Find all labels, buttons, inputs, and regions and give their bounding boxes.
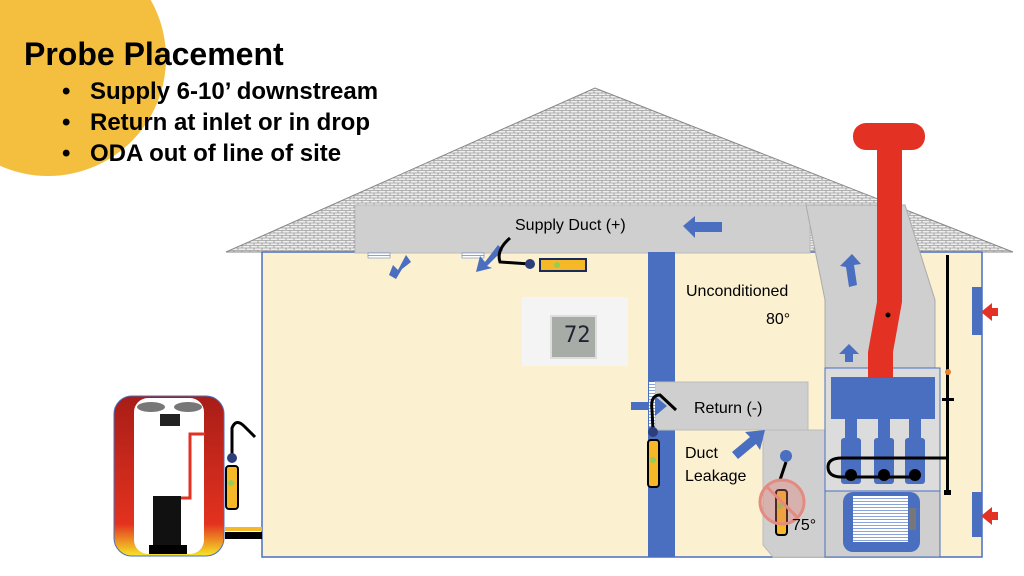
- supply-arrow: [683, 216, 722, 238]
- combustion-air-vent-lower: [972, 492, 982, 537]
- leakage-label-line2: Leakage: [685, 468, 747, 485]
- return-probe: [647, 393, 678, 488]
- unconditioned-label: Unconditioned: [686, 283, 789, 300]
- leakage-arrow: [732, 430, 765, 459]
- unconditioned-temp: 80°: [766, 311, 791, 328]
- bullet-item: •Supply 6-10’ downstream: [62, 78, 379, 105]
- outdoor-probe: [225, 421, 257, 510]
- thermostat-reading: 72: [564, 323, 591, 348]
- register-2: [461, 252, 485, 259]
- register-1: [367, 252, 391, 259]
- register-arrow-2: [476, 245, 503, 272]
- return-label: Return (-): [694, 400, 763, 417]
- register-arrow-1: [389, 255, 411, 279]
- outdoor-unit: [113, 395, 262, 557]
- red-arrow-upper: [981, 303, 998, 321]
- flue-pipe: [853, 123, 925, 378]
- furnace-up-arrow: [839, 344, 859, 362]
- gas-line: [942, 255, 954, 495]
- combustion-air-vent-upper: [972, 287, 982, 335]
- supply-duct: [354, 204, 811, 254]
- furnace: [824, 367, 947, 558]
- leakage-label-line1: Duct: [685, 445, 718, 462]
- red-arrow-lower: [981, 507, 998, 525]
- slide-title: Probe Placement: [24, 36, 284, 72]
- supply-duct-label: Supply Duct (+): [515, 217, 626, 234]
- no-drop-probe: [758, 450, 806, 536]
- bullet-list: •Supply 6-10’ downstream •Return at inle…: [62, 76, 378, 169]
- heat-exchanger-plenum: [831, 377, 935, 419]
- riser-arrow: [840, 254, 861, 287]
- accent-circle: [0, 0, 166, 176]
- bullet-item: •Return at inlet or in drop: [62, 109, 370, 136]
- thermostat-screen: 72: [550, 315, 597, 359]
- supply-probe: [497, 236, 587, 272]
- thermostat: 72: [522, 297, 628, 366]
- return-drop-temp: 75°: [792, 517, 817, 534]
- bullet-item: •ODA out of line of site: [62, 140, 342, 167]
